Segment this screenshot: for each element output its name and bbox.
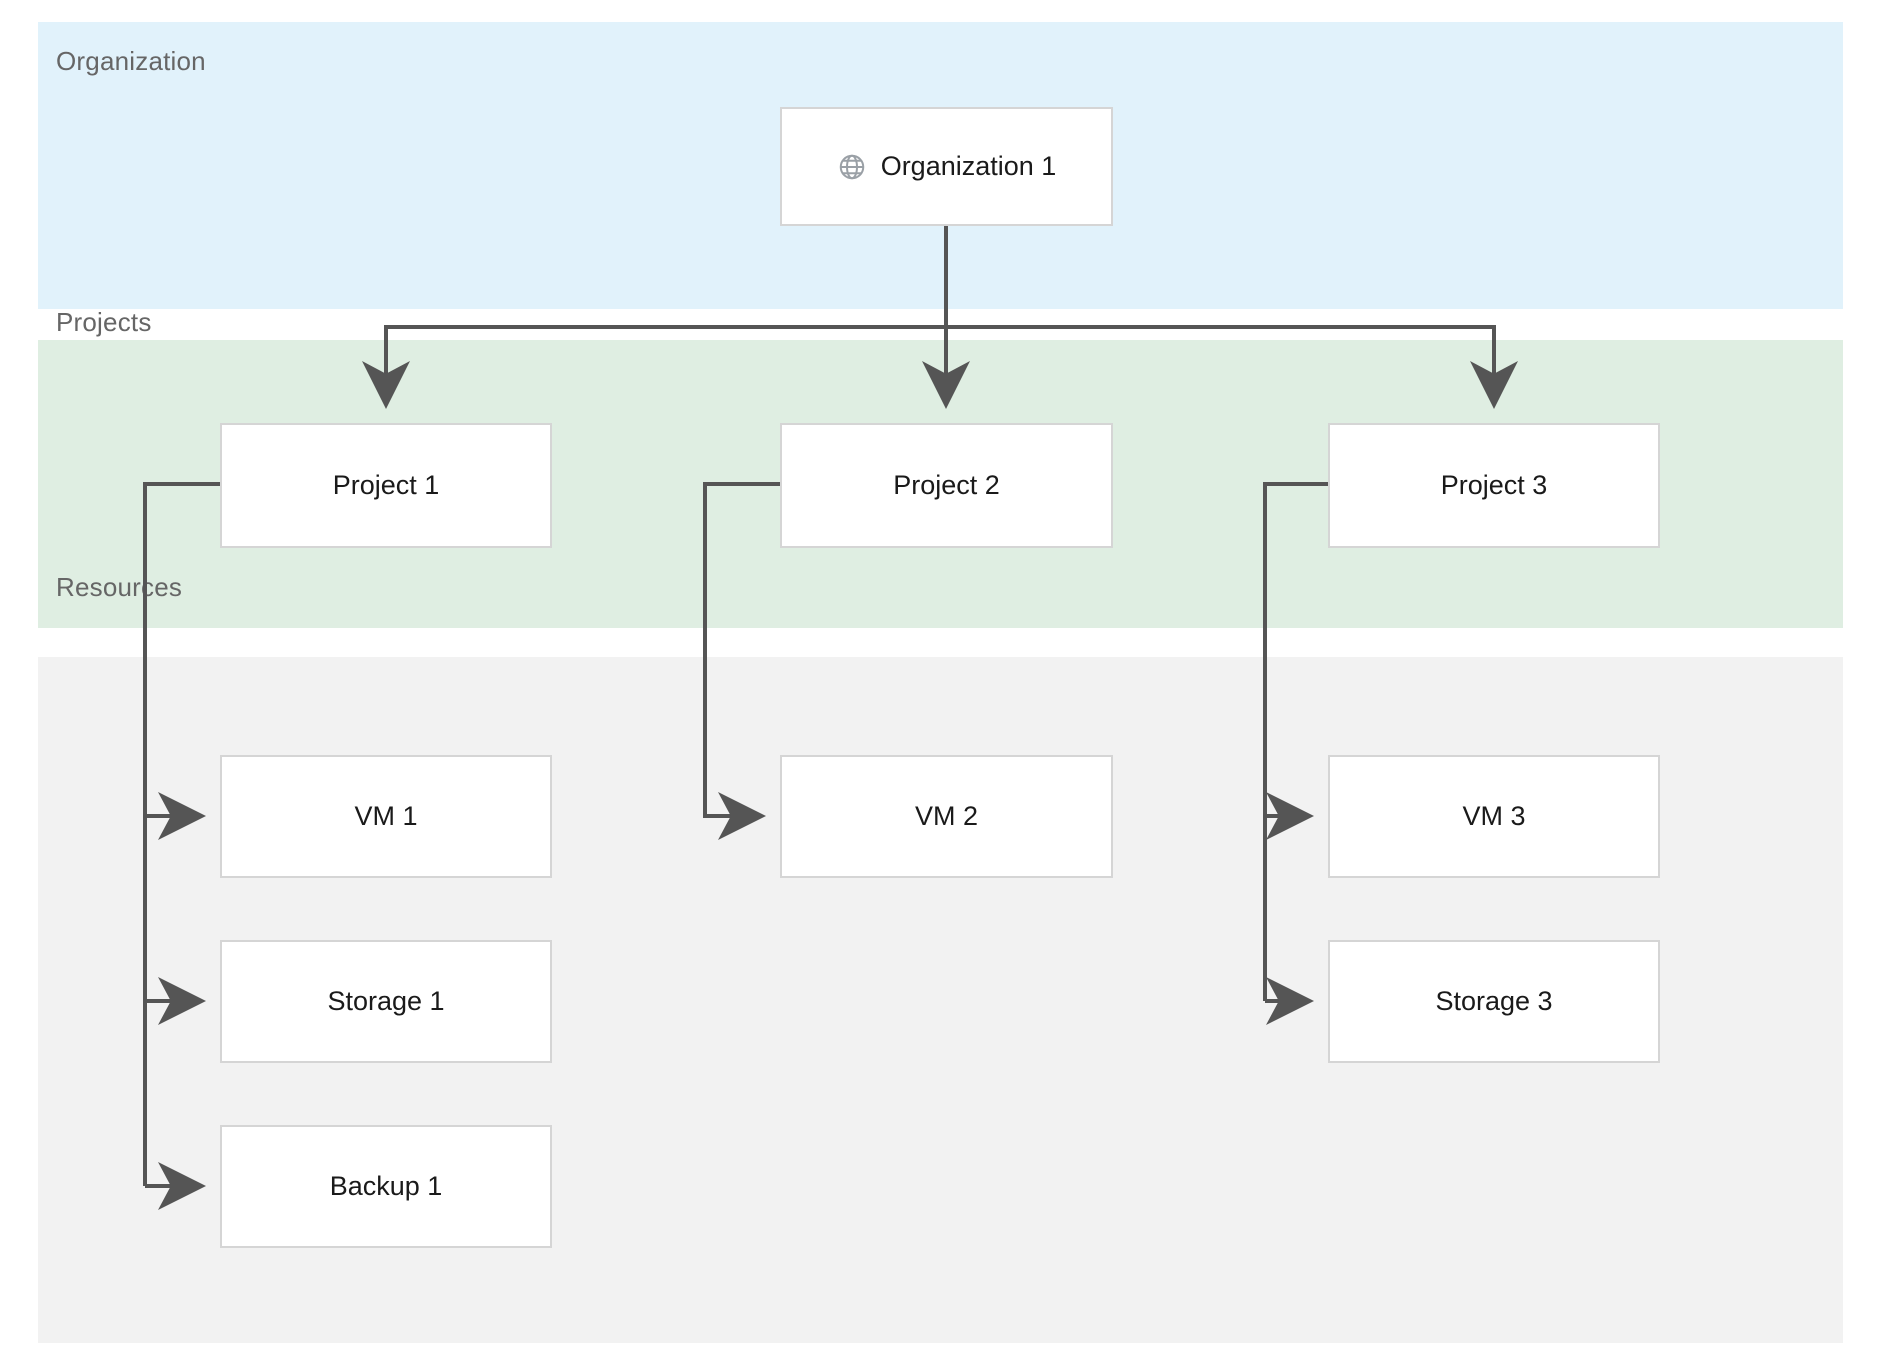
node-vm-1[interactable]: VM 1 [220, 755, 552, 878]
node-label: Project 1 [332, 470, 440, 500]
band-label-organization: Organization [56, 46, 206, 76]
node-label: VM 1 [354, 801, 418, 831]
node-storage-3[interactable]: Storage 3 [1328, 940, 1660, 1063]
node-label: Project 3 [1440, 470, 1548, 500]
band-label-resources: Resources [56, 572, 183, 602]
node-storage-1[interactable]: Storage 1 [220, 940, 552, 1063]
node-vm-3[interactable]: VM 3 [1328, 755, 1660, 878]
node-project-1[interactable]: Project 1 [220, 423, 552, 548]
node-vm-2[interactable]: VM 2 [780, 755, 1113, 878]
globe-icon [837, 152, 867, 182]
node-label: VM 2 [914, 801, 979, 831]
node-project-3[interactable]: Project 3 [1328, 423, 1660, 548]
node-project-2[interactable]: Project 2 [780, 423, 1113, 548]
band-label-projects: Projects [56, 307, 152, 337]
node-label: VM 3 [1462, 801, 1526, 831]
node-backup-1[interactable]: Backup 1 [220, 1125, 552, 1248]
node-organization-1[interactable]: Organization 1 [780, 107, 1113, 226]
node-label: Organization 1 [880, 151, 1057, 181]
node-label: Backup 1 [329, 1171, 443, 1201]
node-label: Storage 3 [1435, 986, 1553, 1016]
node-label: Storage 1 [327, 986, 445, 1016]
node-label: Project 2 [893, 470, 1000, 500]
